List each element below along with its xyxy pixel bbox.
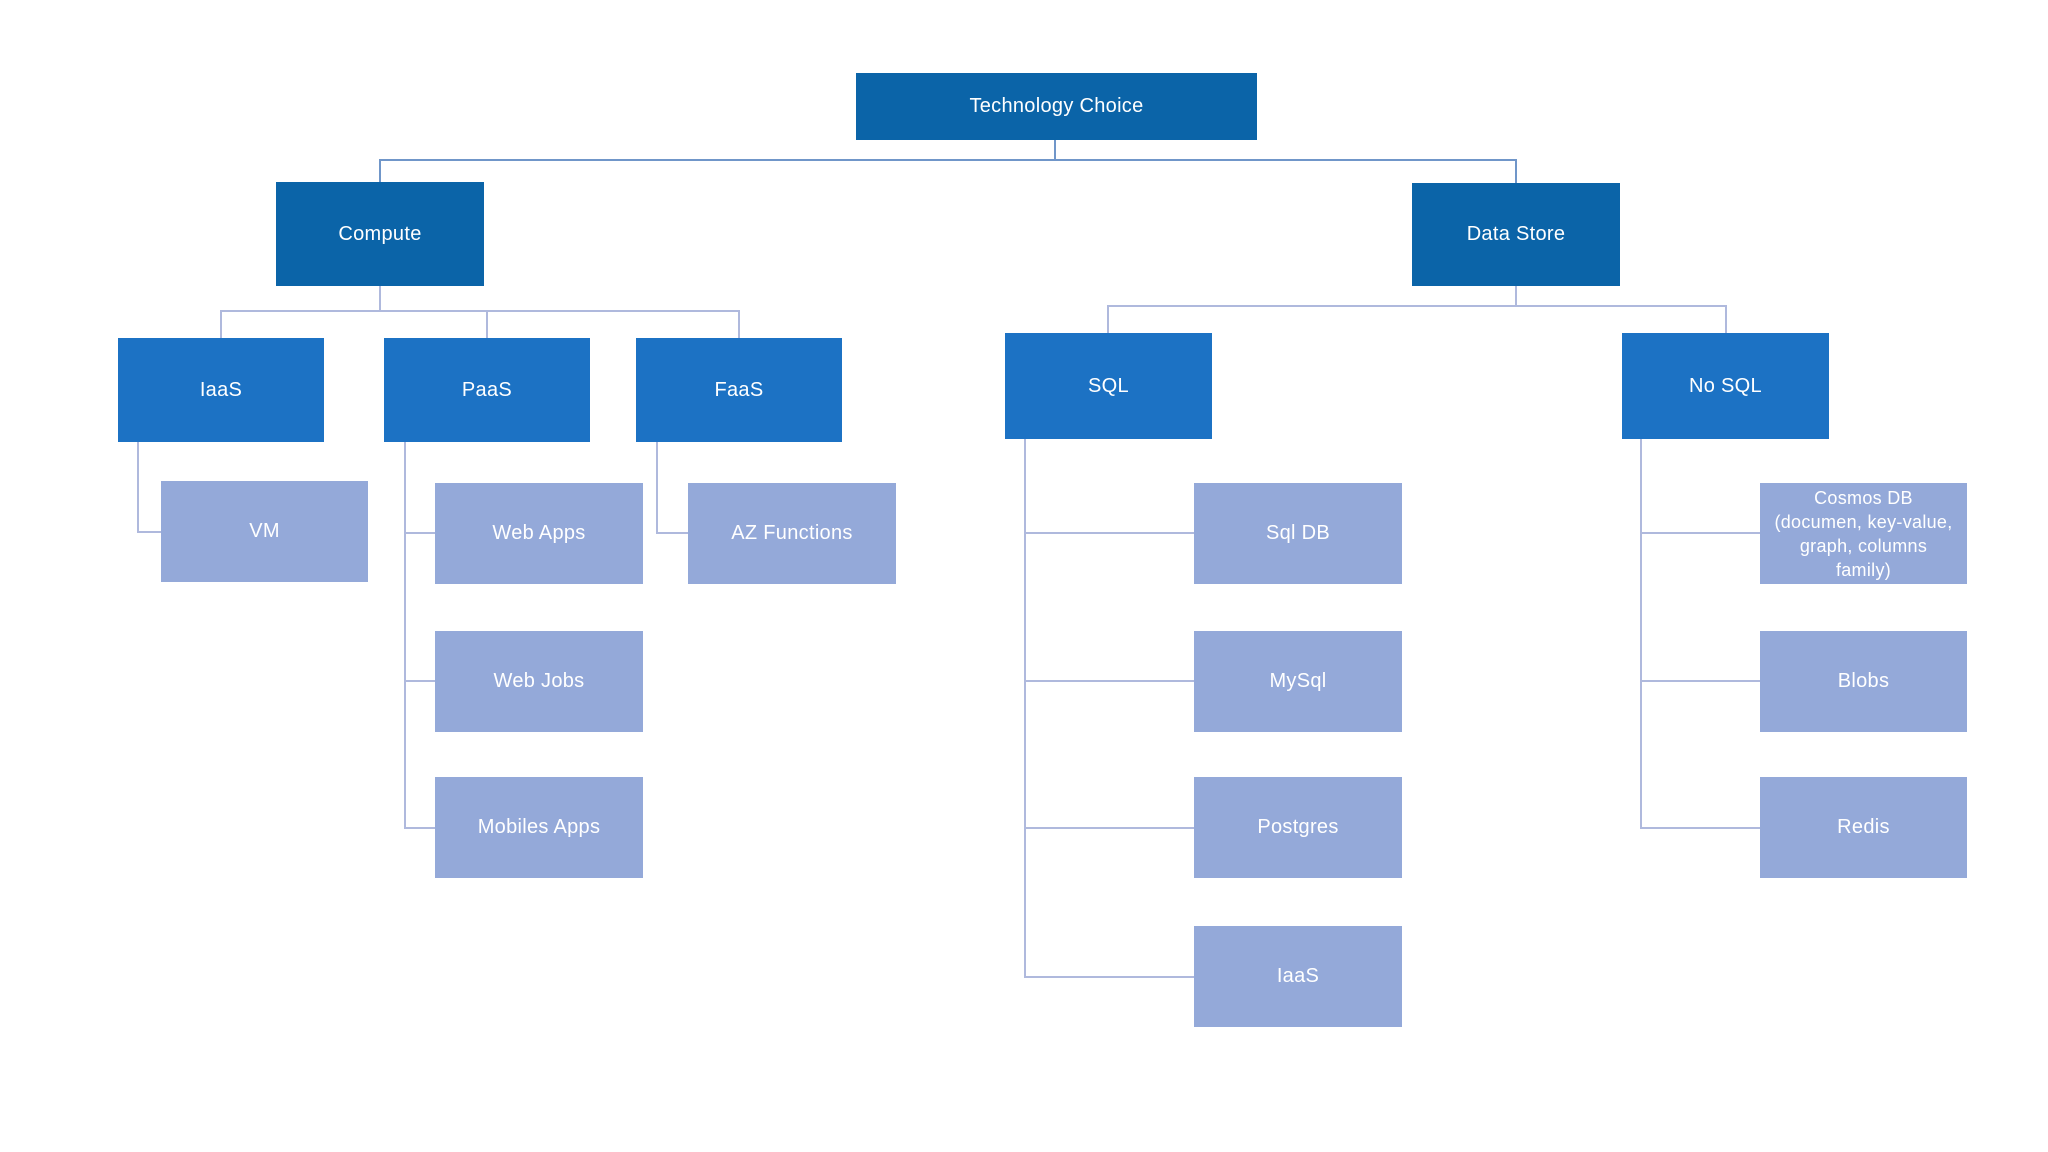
node-postgres[interactable]: Postgres <box>1194 777 1402 878</box>
node-compute[interactable]: Compute <box>276 182 484 286</box>
node-faas[interactable]: FaaS <box>636 338 842 442</box>
connector-root-drop <box>1054 140 1056 161</box>
connector-postgres-stub <box>1024 827 1194 829</box>
connector-cosmos-db-stub <box>1640 532 1760 534</box>
node-sql-db-label: Sql DB <box>1265 522 1331 544</box>
node-web-jobs[interactable]: Web Jobs <box>435 631 643 732</box>
node-sql-db[interactable]: Sql DB <box>1194 483 1402 584</box>
connector-compute-rail <box>220 310 740 312</box>
connector-paas-drop <box>486 310 488 338</box>
node-cosmos-db-label: Cosmos DB (documen, key-value, graph, co… <box>1774 487 1953 580</box>
connector-az-functions-stub <box>656 532 688 534</box>
node-az-functions-label: AZ Functions <box>731 522 853 544</box>
node-web-jobs-label: Web Jobs <box>493 670 585 692</box>
connector-compute-down <box>379 286 381 312</box>
node-blobs[interactable]: Blobs <box>1760 631 1967 732</box>
node-postgres-label: Postgres <box>1257 816 1339 838</box>
connector-iaas-spine <box>137 442 139 533</box>
connector-redis-stub <box>1640 827 1760 829</box>
connector-mysql-stub <box>1024 680 1194 682</box>
node-mobiles-apps-label: Mobiles Apps <box>477 816 601 838</box>
connector-mobiles-apps-stub <box>404 827 435 829</box>
node-sql-label: SQL <box>1088 374 1129 397</box>
connector-compute-drop <box>379 159 381 183</box>
node-paas-label: PaaS <box>461 378 513 401</box>
connector-paas-spine <box>404 442 406 829</box>
node-blobs-label: Blobs <box>1837 670 1890 692</box>
node-iaas[interactable]: IaaS <box>118 338 324 442</box>
connector-sql-spine <box>1024 439 1026 978</box>
connector-data-store-down <box>1515 286 1517 307</box>
node-mysql-label: MySql <box>1269 670 1327 692</box>
node-iaas-label: IaaS <box>199 378 243 401</box>
connector-blobs-stub <box>1640 680 1760 682</box>
connector-vm-stub <box>137 531 161 533</box>
node-web-apps-label: Web Apps <box>492 522 586 544</box>
node-no-sql[interactable]: No SQL <box>1622 333 1829 439</box>
node-data-store-label: Data Store <box>1466 223 1566 245</box>
node-technology-choice[interactable]: Technology Choice <box>856 73 1257 140</box>
node-data-store[interactable]: Data Store <box>1412 183 1620 286</box>
node-redis-label: Redis <box>1837 816 1890 838</box>
connector-iaas-leaf-stub <box>1024 976 1194 978</box>
node-iaas-sql-leaf-label: IaaS <box>1276 965 1320 987</box>
node-web-apps[interactable]: Web Apps <box>435 483 643 584</box>
node-iaas-sql-leaf[interactable]: IaaS <box>1194 926 1402 1027</box>
node-cosmos-db[interactable]: Cosmos DB (documen, key-value, graph, co… <box>1760 483 1967 584</box>
node-compute-label: Compute <box>338 222 422 245</box>
node-mysql[interactable]: MySql <box>1194 631 1402 732</box>
node-vm-label: VM <box>249 520 280 542</box>
node-no-sql-label: No SQL <box>1689 374 1762 397</box>
node-faas-label: FaaS <box>714 378 764 401</box>
node-vm[interactable]: VM <box>161 481 368 582</box>
node-mobiles-apps[interactable]: Mobiles Apps <box>435 777 643 878</box>
node-az-functions[interactable]: AZ Functions <box>688 483 896 584</box>
connector-web-apps-stub <box>404 532 435 534</box>
connector-root-rail <box>380 159 1517 161</box>
connector-iaas-drop <box>220 310 222 338</box>
connector-no-sql-spine <box>1640 439 1642 829</box>
connector-data-store-drop <box>1515 159 1517 184</box>
connector-sql-drop <box>1107 305 1109 333</box>
connector-sql-db-stub <box>1024 532 1194 534</box>
connector-data-store-rail <box>1107 305 1727 307</box>
node-paas[interactable]: PaaS <box>384 338 590 442</box>
connector-no-sql-drop <box>1725 305 1727 333</box>
connector-faas-drop <box>738 310 740 338</box>
node-sql[interactable]: SQL <box>1005 333 1212 439</box>
node-technology-choice-label: Technology Choice <box>969 95 1144 117</box>
connector-web-jobs-stub <box>404 680 435 682</box>
node-redis[interactable]: Redis <box>1760 777 1967 878</box>
connector-faas-spine <box>656 442 658 534</box>
